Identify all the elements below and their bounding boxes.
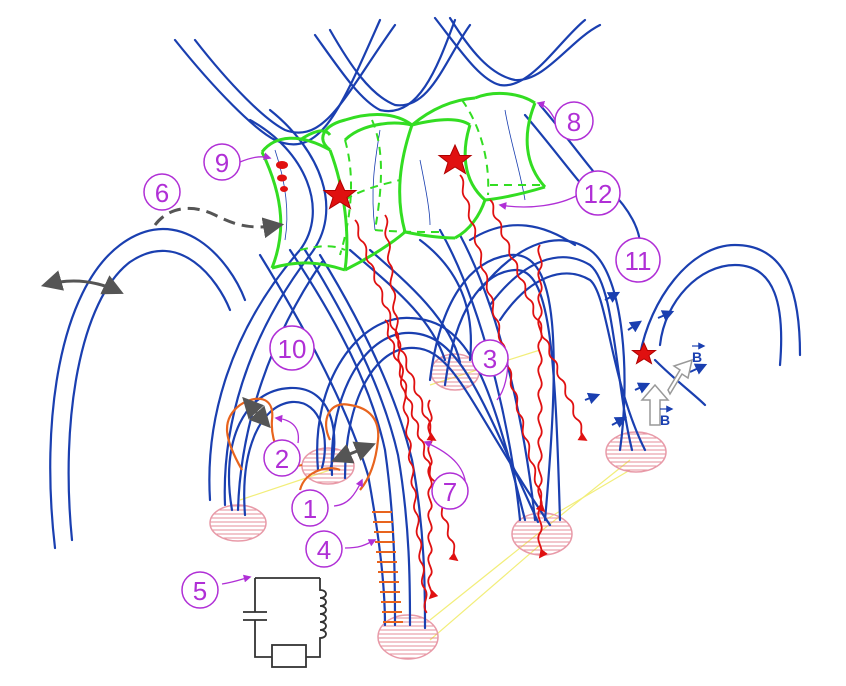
label-4: 4 <box>317 535 331 565</box>
sausage-mode-rings <box>372 511 403 623</box>
magnetic-field-lines <box>49 16 802 630</box>
b-field-labels: B B <box>660 342 706 428</box>
label-circle-3 <box>471 339 509 377</box>
b-label-lower: B <box>660 412 670 428</box>
label-7: 7 <box>443 477 457 507</box>
particle-beams <box>354 174 588 614</box>
label-circle-2 <box>263 439 301 477</box>
label-6: 6 <box>155 178 169 208</box>
footpoint-bottom <box>377 614 439 660</box>
label-2: 2 <box>275 444 289 474</box>
star-icon <box>631 341 657 365</box>
loop-interaction-dashed-arrow <box>153 206 285 239</box>
label-circle-6 <box>143 173 181 211</box>
particle-beam-6 <box>384 319 459 562</box>
label-circle-1 <box>291 489 329 527</box>
tube-inner-lines <box>274 109 526 241</box>
field-direction-arrows <box>584 291 708 428</box>
number-label-texts: 1 2 3 4 5 6 7 8 9 10 11 12 <box>155 107 652 606</box>
particle-beam-2 <box>354 219 437 441</box>
label-8: 8 <box>567 107 581 137</box>
label-circle-10 <box>269 325 315 371</box>
star-icon <box>322 178 358 210</box>
label-10: 10 <box>278 334 307 364</box>
particle-beam-5 <box>537 244 548 559</box>
b-label-upper: B <box>692 349 702 365</box>
label-circle-7 <box>431 472 469 510</box>
plasma-blobs <box>276 161 288 192</box>
oscillating-loops <box>225 397 380 491</box>
label-circle-5 <box>181 571 219 609</box>
particle-beam-3 <box>459 174 546 513</box>
label-circle-8 <box>554 101 594 141</box>
label-11: 11 <box>625 246 652 276</box>
star-icon <box>437 143 473 175</box>
particle-beam-1 <box>384 214 428 614</box>
footpoint-right <box>605 431 667 473</box>
reconnection-inflow-arrows <box>640 358 694 426</box>
number-labels <box>143 101 661 609</box>
label-1: 1 <box>303 494 317 524</box>
label-circle-12 <box>575 170 621 216</box>
label-5: 5 <box>193 576 207 606</box>
particle-beam-7 <box>427 399 439 600</box>
label-circle-4 <box>305 530 343 568</box>
label-12: 12 <box>584 179 613 209</box>
label-circle-11 <box>615 237 661 283</box>
label-9: 9 <box>215 148 229 178</box>
footpoints <box>209 353 667 660</box>
label-circle-9 <box>203 143 241 181</box>
label-3: 3 <box>483 344 497 374</box>
flux-tube-bundle <box>260 92 547 272</box>
flux-tube-hidden-edges <box>299 99 540 256</box>
oscillation-arrows <box>40 270 376 464</box>
reconnection-sites <box>322 143 657 365</box>
lcr-circuit <box>243 577 327 668</box>
